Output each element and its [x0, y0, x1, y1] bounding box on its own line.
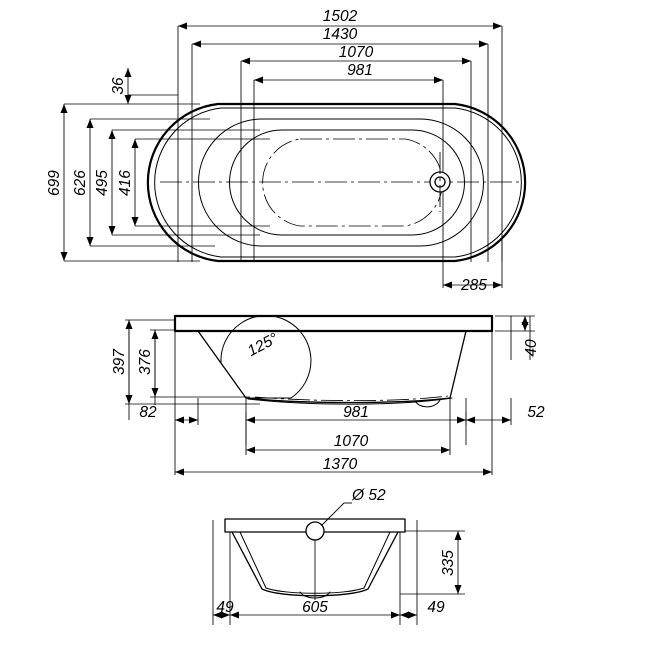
- dim-label-36: 36: [110, 77, 127, 95]
- top-view-vertical-dims: [60, 68, 139, 261]
- dim-label-1430: 1430: [323, 26, 358, 43]
- tub-bowl-upper-edge: [198, 118, 484, 247]
- end-view-inner-wall-left: [239, 531, 267, 589]
- dim-label-1502: 1502: [323, 8, 358, 25]
- dim-label-495: 495: [94, 170, 111, 196]
- angle-arc-125: [220, 315, 312, 399]
- dim-label-1070-side: 1070: [334, 433, 369, 450]
- dim-label-82: 82: [139, 404, 157, 421]
- dim-label-52-side: 52: [527, 404, 545, 421]
- dim-label-605: 605: [302, 599, 328, 616]
- end-view-dims: [213, 531, 462, 619]
- dim-label-376: 376: [137, 349, 154, 375]
- top-view: 1502 1430 1070 981 285 699 626 495 416 3…: [46, 8, 527, 294]
- drain-top-view: [429, 152, 451, 212]
- end-view: 605 49 49 335 Ø 52: [212, 487, 465, 625]
- drain-diameter-leader: [321, 502, 345, 526]
- side-view-base-inner-line: [247, 397, 453, 405]
- end-view-inner-wall-right: [363, 531, 391, 589]
- side-view-rim-band: [173, 314, 494, 333]
- dim-label-1370: 1370: [323, 456, 358, 473]
- top-view-horizontal-dims: [178, 22, 502, 289]
- dim-label-drain-diameter: Ø 52: [351, 487, 386, 504]
- top-view-vertical-extension-lines: [64, 94, 270, 262]
- dim-label-416: 416: [117, 170, 134, 196]
- tub-bowl-base-line: [262, 138, 443, 227]
- top-view-extension-lines: [177, 26, 503, 288]
- tub-outer-outline: [146, 102, 527, 263]
- dim-label-981: 981: [347, 62, 373, 79]
- dim-label-285: 285: [460, 277, 487, 294]
- dim-label-40: 40: [523, 339, 540, 357]
- dim-label-1070: 1070: [339, 44, 374, 61]
- end-view-body-outline: [231, 531, 399, 597]
- side-view-drain-bulge: [414, 399, 441, 408]
- drain-end-view-circle: [305, 521, 325, 541]
- end-view-base-inner-line: [265, 587, 365, 594]
- side-view: 397 376 82 981 1070 1370 40 52 125°: [111, 314, 545, 476]
- side-view-dims: [125, 316, 529, 476]
- dim-label-49-right: 49: [427, 599, 445, 616]
- tub-bowl-bottom-outline: [229, 129, 465, 236]
- tub-rim-inner-line: [154, 107, 522, 258]
- dim-label-397: 397: [111, 348, 128, 375]
- dim-label-699: 699: [46, 170, 63, 196]
- dim-label-49-left: 49: [216, 599, 234, 616]
- dim-label-981-side: 981: [343, 404, 369, 421]
- dim-label-335: 335: [440, 550, 457, 576]
- end-view-drain-bulge: [299, 591, 331, 599]
- dim-label-626: 626: [72, 170, 89, 196]
- side-view-body-outline: [197, 330, 467, 404]
- side-view-base-centerline: [254, 395, 449, 402]
